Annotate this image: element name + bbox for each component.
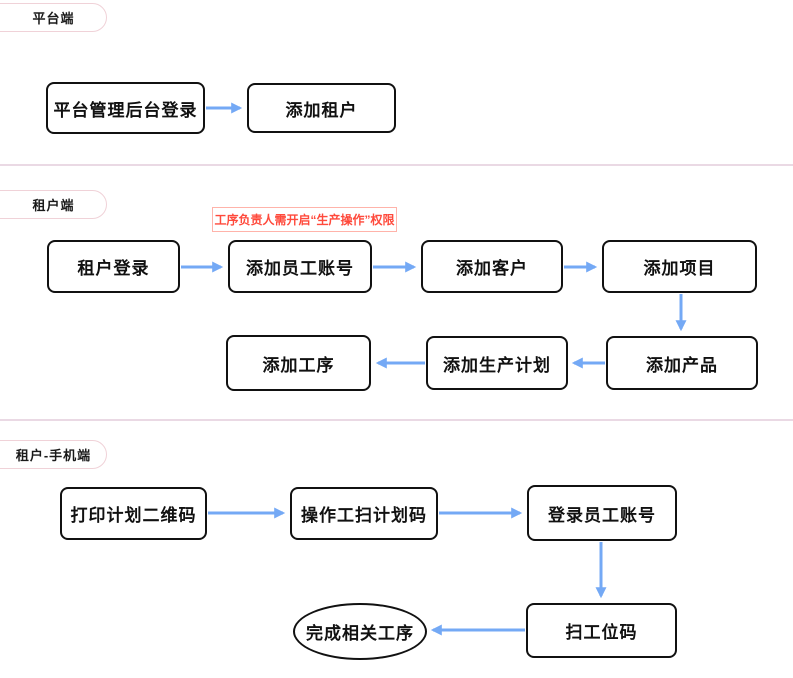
node-login-employee-account: 登录员工账号 bbox=[527, 485, 677, 541]
node-add-tenant: 添加租户 bbox=[247, 83, 396, 133]
permission-note: 工序负责人需开启“生产操作”权限 bbox=[212, 207, 397, 232]
tab-tenant-label: 租户端 bbox=[32, 198, 75, 213]
tab-tenant-section: 租户端 bbox=[0, 190, 107, 219]
section-divider bbox=[0, 164, 793, 166]
node-print-plan-qrcode: 打印计划二维码 bbox=[60, 487, 207, 540]
node-scan-station-code: 扫工位码 bbox=[526, 603, 677, 658]
tab-platform-section: 平台端 bbox=[0, 3, 107, 32]
tab-tenant-mobile-label: 租户-手机端 bbox=[15, 448, 92, 463]
node-add-production-plan: 添加生产计划 bbox=[426, 336, 568, 390]
node-tenant-login: 租户登录 bbox=[47, 240, 180, 293]
section-divider bbox=[0, 419, 793, 421]
permission-note-text: 工序负责人需开启“生产操作”权限 bbox=[214, 213, 395, 227]
node-add-customer: 添加客户 bbox=[421, 240, 563, 293]
node-finish-related-process: 完成相关工序 bbox=[293, 603, 427, 660]
node-add-process: 添加工序 bbox=[226, 335, 371, 391]
node-add-employee-account: 添加员工账号 bbox=[228, 240, 372, 293]
node-operator-scan-plan-code: 操作工扫计划码 bbox=[290, 487, 438, 540]
tab-tenant-mobile-section: 租户-手机端 bbox=[0, 440, 107, 469]
tab-platform-label: 平台端 bbox=[32, 11, 75, 26]
node-add-project: 添加项目 bbox=[602, 240, 757, 293]
node-platform-admin-login: 平台管理后台登录 bbox=[46, 82, 205, 134]
node-add-product: 添加产品 bbox=[606, 336, 758, 390]
